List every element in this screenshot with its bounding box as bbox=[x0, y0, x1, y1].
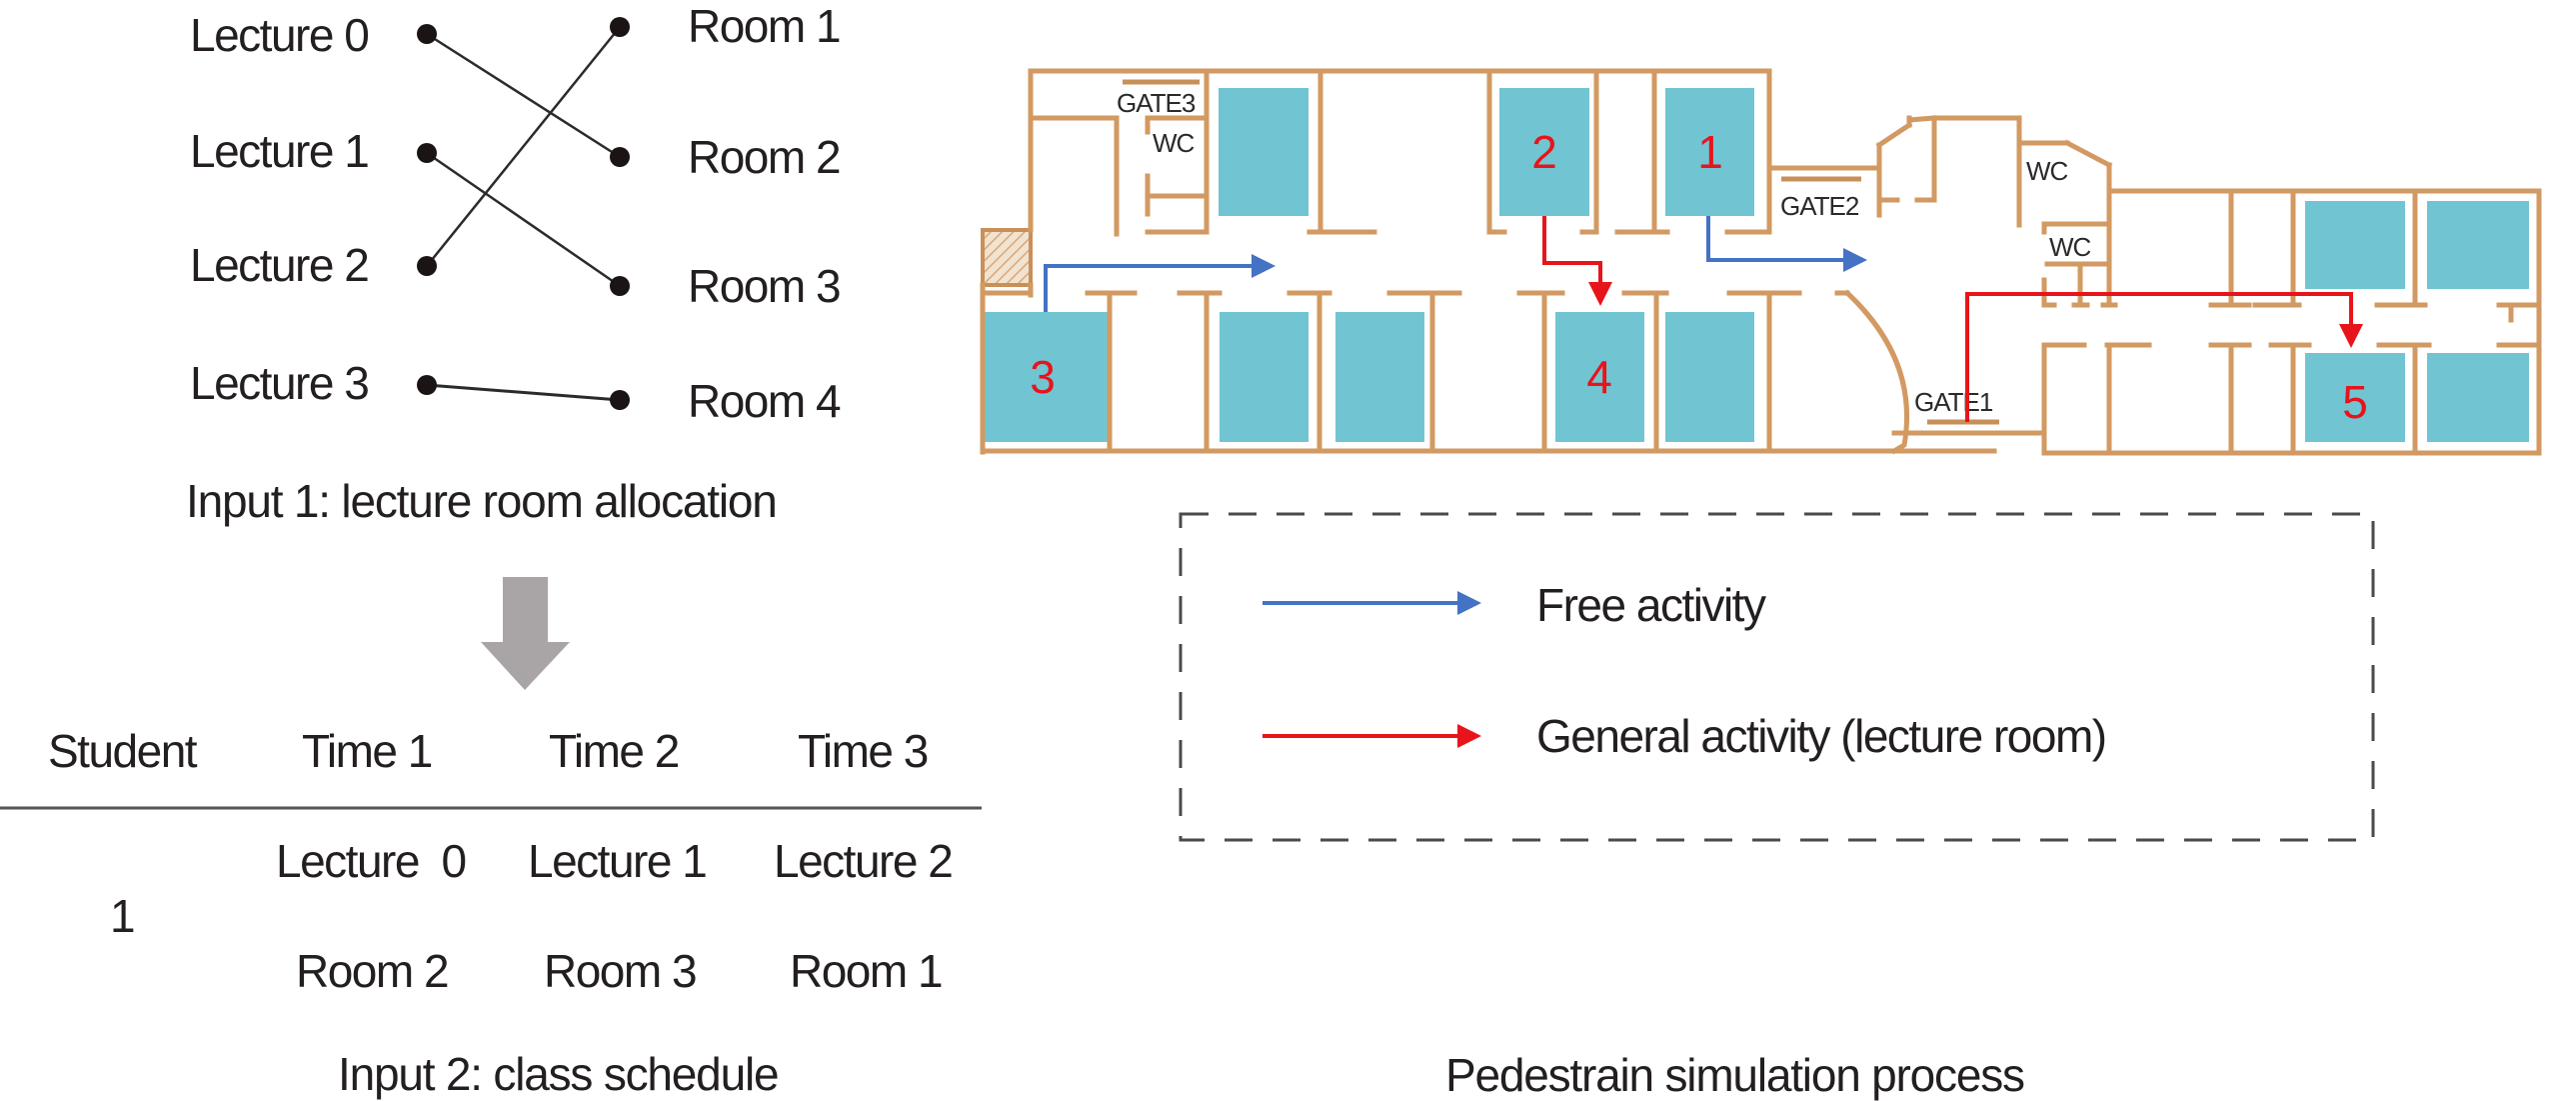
table-header-time: Time 3 bbox=[798, 725, 929, 777]
table-header-student: Student bbox=[48, 725, 198, 777]
room-node bbox=[610, 390, 630, 410]
allocation-caption: Input 1: lecture room allocation bbox=[186, 475, 778, 527]
table-header-time: Time 1 bbox=[302, 725, 433, 777]
general-activity-path bbox=[1542, 216, 1612, 306]
free-activity-path bbox=[1044, 254, 1276, 312]
general-activity-path bbox=[1965, 292, 2363, 422]
room bbox=[2305, 201, 2405, 289]
room-label: Room 1 bbox=[688, 0, 842, 52]
room-number: 3 bbox=[1030, 351, 1056, 403]
room bbox=[2427, 353, 2529, 442]
simulation-caption: Pedestrain simulation process bbox=[1445, 1049, 2025, 1101]
lecture-label: Lecture 3 bbox=[190, 357, 370, 409]
gates bbox=[1123, 79, 1999, 425]
gate2-label: GATE2 bbox=[1780, 191, 1859, 221]
room bbox=[1220, 312, 1308, 442]
flow-down-arrow-icon bbox=[481, 577, 570, 690]
room bbox=[2427, 201, 2529, 289]
lecture-label: Lecture 0 bbox=[190, 9, 370, 61]
cell-room: Room 2 bbox=[296, 945, 450, 997]
gate3-label: GATE3 bbox=[1117, 88, 1196, 118]
cell-room: Room 3 bbox=[544, 945, 698, 997]
room-node bbox=[610, 276, 630, 296]
legend-box bbox=[1179, 512, 2375, 842]
cell-lecture: Lecture 2 bbox=[774, 835, 954, 887]
cell-lecture: Lecture 0 bbox=[276, 835, 467, 887]
wc-label: WC bbox=[1153, 128, 1195, 158]
wc-label: WC bbox=[2049, 232, 2091, 262]
walls bbox=[980, 68, 2542, 456]
room-node bbox=[610, 17, 630, 37]
lecture-node bbox=[417, 256, 437, 276]
room-2 bbox=[1499, 88, 1589, 216]
room-number: 2 bbox=[1531, 126, 1557, 178]
legend-free-label: Free activity bbox=[1536, 579, 1766, 631]
link-lecture1-room3 bbox=[426, 151, 621, 288]
room bbox=[1219, 88, 1308, 216]
room-label: Room 4 bbox=[688, 375, 842, 427]
free-activity-path bbox=[1706, 216, 1867, 272]
room bbox=[1665, 312, 1754, 442]
table-header-time: Time 2 bbox=[549, 725, 680, 777]
link-lecture3-room4 bbox=[426, 383, 621, 402]
gate1-label: GATE1 bbox=[1914, 387, 1993, 417]
room-number: 1 bbox=[1697, 126, 1723, 178]
link-lecture2-room1 bbox=[426, 26, 621, 267]
room-label: Room 3 bbox=[688, 260, 842, 312]
room-3 bbox=[985, 312, 1108, 442]
legend-general-label: General activity (lecture room) bbox=[1536, 710, 2107, 762]
lecture-label: Lecture 2 bbox=[190, 239, 370, 291]
room-label: Room 2 bbox=[688, 131, 842, 183]
room-1 bbox=[1665, 88, 1754, 216]
room-4 bbox=[1555, 312, 1644, 442]
lecture-node bbox=[417, 24, 437, 44]
room-number: 5 bbox=[2342, 376, 2368, 428]
lecture-label: Lecture 1 bbox=[190, 125, 370, 177]
room-5 bbox=[2305, 353, 2405, 442]
lecture-node bbox=[417, 375, 437, 395]
rooms bbox=[985, 88, 2529, 442]
schedule-caption: Input 2: class schedule bbox=[338, 1048, 780, 1100]
student-id: 1 bbox=[110, 890, 136, 942]
room-node bbox=[610, 147, 630, 167]
cell-lecture: Lecture 1 bbox=[528, 835, 708, 887]
room bbox=[1335, 312, 1424, 442]
lecture-node bbox=[417, 143, 437, 163]
link-lecture0-room2 bbox=[426, 32, 621, 159]
stair-hatch bbox=[981, 228, 1033, 287]
cell-room: Room 1 bbox=[790, 945, 944, 997]
wc-label: WC bbox=[2026, 156, 2068, 186]
room-number: 4 bbox=[1586, 351, 1612, 403]
